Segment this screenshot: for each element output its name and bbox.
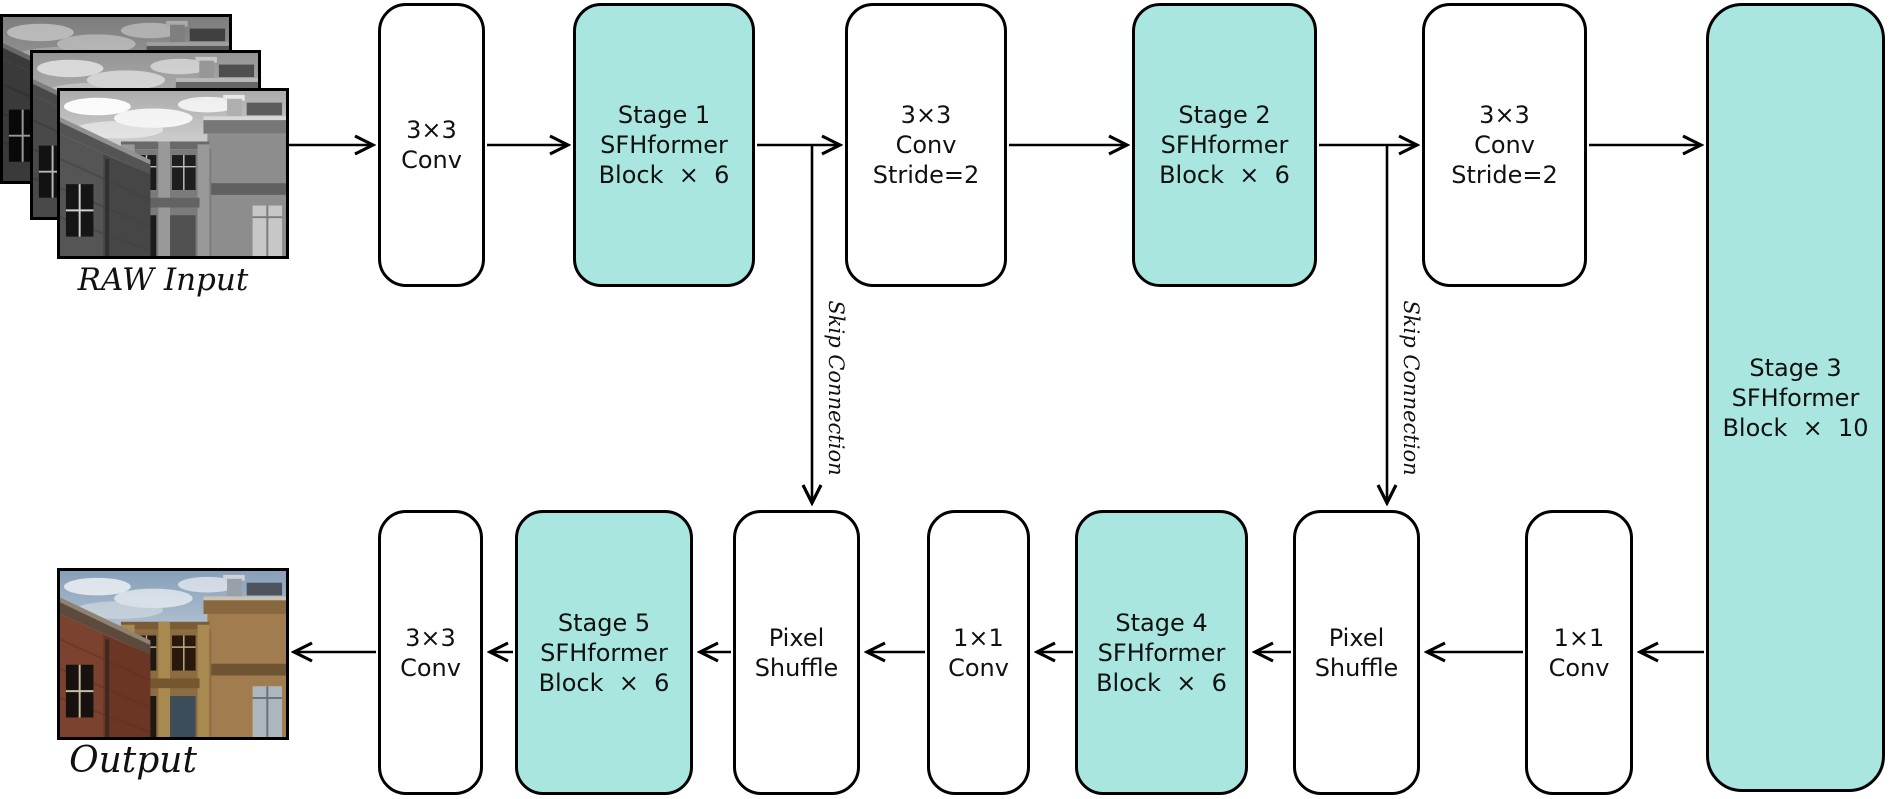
raw-input-label: RAW Input [77, 262, 249, 298]
block-pixel-shuffle-right: Pixel Shuffle [1293, 510, 1420, 795]
raw-input-image-front [57, 88, 289, 259]
block-stage2-sfhformer: Stage 2 SFHformer Block × 6 [1132, 3, 1317, 287]
output-label: Output [69, 740, 197, 781]
block-stage1-sfhformer: Stage 1 SFHformer Block × 6 [573, 3, 755, 287]
skip-connection-label-left: Skip Connection [824, 300, 848, 476]
block-conv3x3-stride2-first: 3×3 Conv Stride=2 [845, 3, 1007, 287]
skip-connection-label-right: Skip Connection [1399, 300, 1423, 476]
block-stage4-sfhformer: Stage 4 SFHformer Block × 6 [1075, 510, 1248, 795]
block-conv3x3-stride2-second: 3×3 Conv Stride=2 [1422, 3, 1587, 287]
block-pixel-shuffle-left: Pixel Shuffle [733, 510, 860, 795]
block-stage3-sfhformer: Stage 3 SFHformer Block × 10 [1706, 3, 1885, 792]
block-stage5-sfhformer: Stage 5 SFHformer Block × 6 [515, 510, 693, 795]
output-image [57, 568, 289, 740]
block-conv1x1-left: 1×1 Conv [927, 510, 1030, 795]
block-conv1x1-right: 1×1 Conv [1525, 510, 1633, 795]
block-conv3x3-output: 3×3 Conv [378, 510, 483, 795]
block-conv3x3-input: 3×3 Conv [378, 3, 485, 287]
